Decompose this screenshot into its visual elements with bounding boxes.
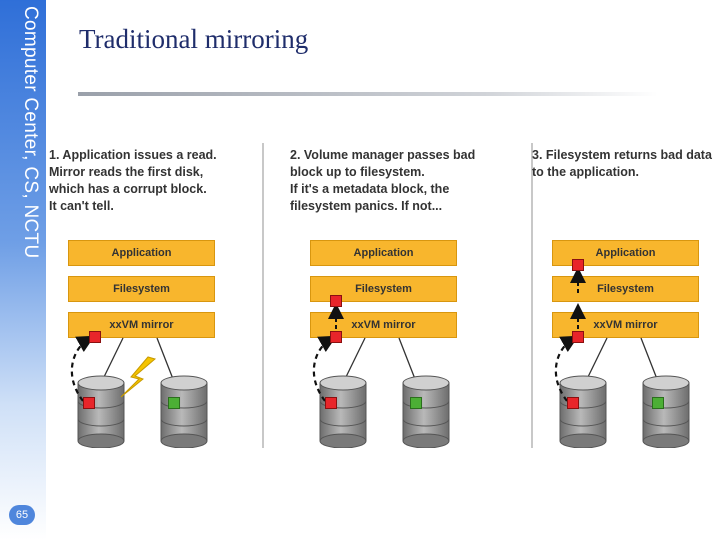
connector-lines [102, 337, 658, 380]
sidebar-banner: Computer Center, CS, NCTU 65 [0, 0, 46, 540]
read-path-arrow [312, 335, 337, 402]
corrupt-block [330, 331, 342, 343]
corrupt-block [83, 397, 95, 409]
caption-line: filesystem panics. If not... [290, 199, 443, 213]
panel-2-caption: 2. Volume manager passes bad block up to… [290, 147, 475, 215]
disk-icon [559, 375, 607, 448]
caption-line: 3. Filesystem returns bad data [532, 148, 712, 162]
corrupt-block [567, 397, 579, 409]
disk-icon [319, 375, 367, 448]
corrupt-block [572, 259, 584, 271]
good-block [652, 397, 664, 409]
mirroring-diagram: 1. Application issues a read. Mirror rea… [45, 143, 712, 448]
corrupt-block [325, 397, 337, 409]
corrupt-block [330, 295, 342, 307]
caption-line: It can't tell. [49, 199, 114, 213]
title-underline [78, 92, 658, 96]
caption-line: 1. Application issues a read. [49, 148, 217, 162]
panel-divider [531, 143, 533, 448]
lightning-icon [120, 356, 157, 398]
read-path-arrow [70, 335, 95, 402]
disk-icon [642, 375, 690, 448]
diagram-graphics [70, 267, 690, 448]
application-layer: Application [68, 240, 215, 266]
corrupt-block [572, 331, 584, 343]
panel-divider [262, 143, 264, 448]
application-layer: Application [310, 240, 457, 266]
disk-icon [402, 375, 450, 448]
corrupt-block [89, 331, 101, 343]
caption-line: 2. Volume manager passes bad [290, 148, 476, 162]
page-number: 65 [9, 505, 35, 525]
caption-line: Mirror reads the first disk, [49, 165, 204, 179]
caption-line: If it's a metadata block, the [290, 182, 450, 196]
filesystem-layer: Filesystem [68, 276, 215, 302]
good-block [410, 397, 422, 409]
slide-title: Traditional mirroring [79, 24, 309, 54]
panel-3-caption: 3. Filesystem returns bad data to the ap… [532, 147, 712, 181]
caption-line: which has a corrupt block. [49, 182, 207, 196]
disk-icon [77, 375, 125, 448]
disk-icon [160, 375, 208, 448]
read-path-arrow [554, 335, 579, 402]
panel-1-caption: 1. Application issues a read. Mirror rea… [49, 147, 217, 215]
sidebar-text: Computer Center, CS, NCTU [20, 6, 41, 259]
good-block [168, 397, 180, 409]
caption-line: block up to filesystem. [290, 165, 425, 179]
caption-line: to the application. [532, 165, 639, 179]
